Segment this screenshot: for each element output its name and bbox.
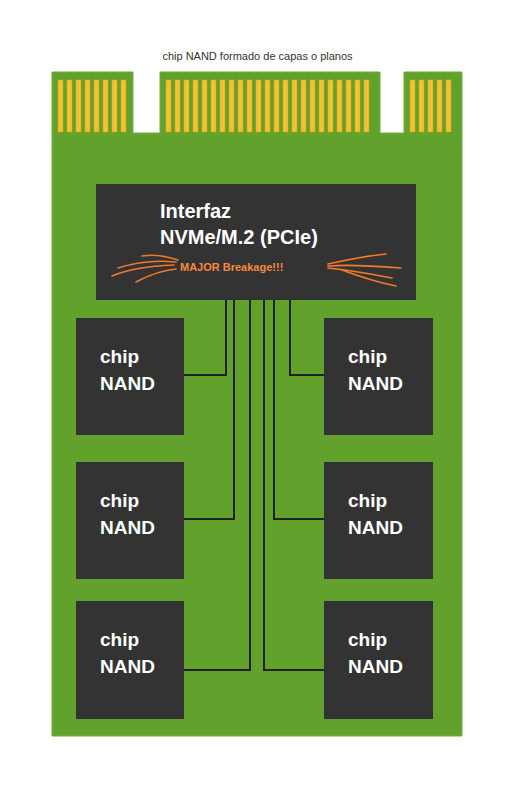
bus-trace <box>274 300 324 519</box>
gold-contact <box>220 80 225 132</box>
nand-chip: chip NAND <box>324 318 433 435</box>
gold-contact <box>364 80 369 132</box>
bus-trace <box>290 300 324 375</box>
gold-contact <box>85 80 90 132</box>
interface-controller: Interfaz NVMe/M.2 (PCIe) MAJOR Breakage!!… <box>96 184 416 300</box>
gold-contact <box>94 80 99 132</box>
interface-label: Interfaz NVMe/M.2 (PCIe) <box>160 198 326 250</box>
gold-contact <box>410 80 415 132</box>
bus-trace <box>184 300 226 375</box>
gold-contact <box>301 80 306 132</box>
gold-contact <box>112 80 117 132</box>
gold-contact <box>229 80 234 132</box>
bus-trace <box>184 300 250 670</box>
gold-contact <box>292 80 297 132</box>
gold-contact <box>76 80 81 132</box>
gold-contact <box>437 80 442 132</box>
chip-label: chip NAND <box>348 344 412 397</box>
nand-chip: chip NAND <box>324 601 433 719</box>
gold-contact <box>103 80 108 132</box>
chip-label: chip NAND <box>100 488 164 541</box>
gold-contact <box>428 80 433 132</box>
gold-contact <box>446 80 451 132</box>
gold-contact <box>310 80 315 132</box>
chip-label: chip NAND <box>348 627 412 680</box>
gold-contact <box>58 80 63 132</box>
chip-label: chip NAND <box>100 344 164 397</box>
gold-contact <box>419 80 424 132</box>
gold-contact <box>121 80 126 132</box>
nand-chip: chip NAND <box>76 601 184 719</box>
gold-contact <box>67 80 72 132</box>
scribble-stroke <box>142 255 178 260</box>
bus-trace <box>184 300 234 519</box>
bus-trace <box>264 300 324 670</box>
gold-contact <box>193 80 198 132</box>
gold-contact <box>202 80 207 132</box>
scribble-stroke <box>342 270 396 286</box>
diagram-title: chip NAND formado de capas o planos <box>0 50 515 62</box>
breakage-note: MAJOR Breakage!!! <box>180 261 283 274</box>
nand-chip: chip NAND <box>324 462 433 579</box>
nand-chip: chip NAND <box>76 462 184 579</box>
gold-contact <box>346 80 351 132</box>
scribble-stroke <box>328 254 386 264</box>
chip-label: chip NAND <box>100 627 164 680</box>
gold-contact <box>265 80 270 132</box>
gold-contact <box>283 80 288 132</box>
gold-contact <box>238 80 243 132</box>
pcb-outline <box>52 72 462 736</box>
gold-contact <box>247 80 252 132</box>
gold-contact <box>256 80 261 132</box>
scribble-stroke <box>118 261 176 268</box>
gold-contact <box>337 80 342 132</box>
gold-contact <box>211 80 216 132</box>
scribble-stroke <box>136 269 176 282</box>
gold-contact <box>355 80 360 132</box>
gold-contact <box>175 80 180 132</box>
gold-contact <box>319 80 324 132</box>
gold-contact <box>328 80 333 132</box>
scribble-stroke <box>328 265 401 268</box>
gold-contact <box>274 80 279 132</box>
edge-contacts <box>58 80 451 132</box>
gold-contact <box>166 80 171 132</box>
nand-chip: chip NAND <box>76 318 184 435</box>
chip-label: chip NAND <box>348 488 412 541</box>
gold-contact <box>184 80 189 132</box>
